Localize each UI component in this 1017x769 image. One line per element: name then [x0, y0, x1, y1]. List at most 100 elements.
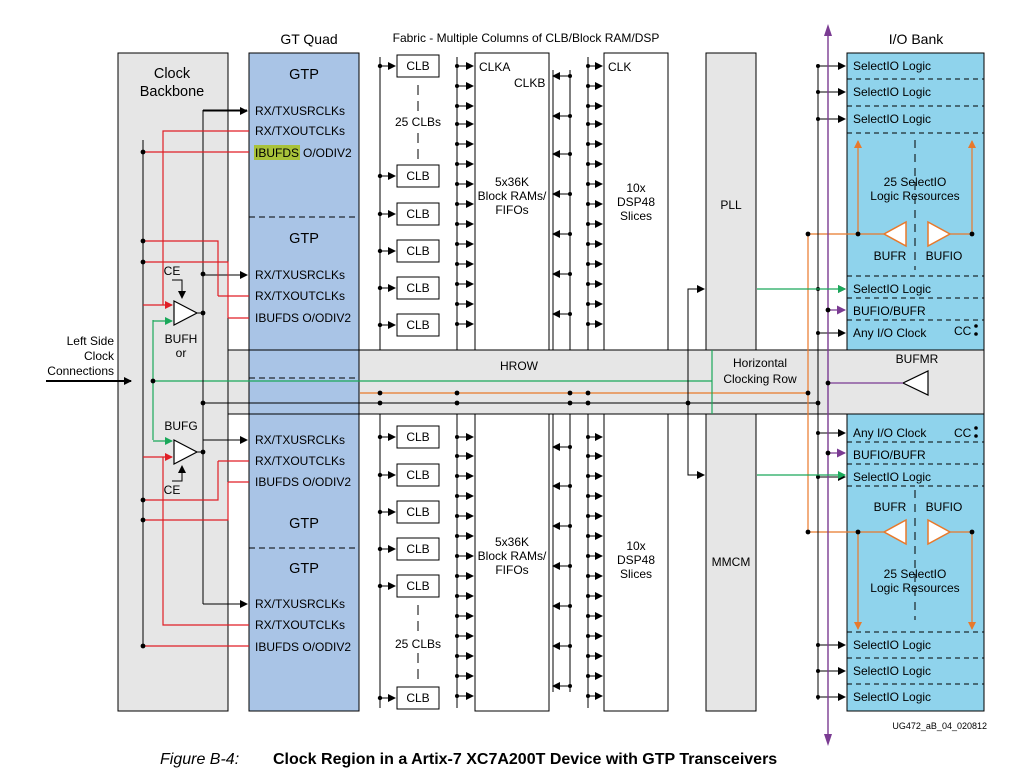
clb-box [396, 537, 440, 561]
rx-txusrclks-label: RX/TXUSRCLKs [255, 268, 345, 282]
io-row-label: SelectIO Logic [853, 664, 931, 678]
bufr-label: BUFR [874, 249, 907, 263]
clb-label: CLB [406, 169, 429, 183]
ce-label: CE [164, 483, 181, 497]
bufg-label: BUFG [164, 419, 197, 433]
clb-box [396, 574, 440, 598]
pll-label: PLL [720, 198, 742, 212]
ce-label: CE [164, 264, 181, 278]
ibufds-highlighted-label: IBUFDS [255, 146, 299, 160]
clb-box [396, 202, 440, 226]
fabric-arrow-stubs [455, 62, 603, 700]
clb-label: CLB [406, 691, 429, 705]
bufio-buffer-icon [927, 518, 952, 546]
horizontal-label-1: Horizontal [733, 356, 787, 370]
ibufds-highlight [254, 145, 300, 160]
clock-backbone-label-2: Backbone [140, 84, 205, 100]
doc-id-label: UG472_aB_04_020812 [892, 721, 987, 731]
clb-count-label: 25 CLBs [395, 115, 441, 129]
io-row-label: BUFIO/BUFR [853, 304, 926, 318]
clb-label: CLB [406, 59, 429, 73]
mmcm-label: MMCM [712, 555, 751, 569]
io-row-label: SelectIO Logic [853, 85, 931, 99]
dsp-label-2: DSP48 [617, 553, 655, 567]
left-side-label-2: Clock [84, 349, 115, 363]
clock-backbone-column [117, 52, 229, 712]
gtp-label: GTP [289, 67, 319, 83]
io-row-label: SelectIO Logic [853, 638, 931, 652]
ibufds-label: IBUFDS O/ODIV2 [255, 475, 351, 489]
bufmr-label: BUFMR [896, 352, 939, 366]
bufr-label: BUFR [874, 500, 907, 514]
clb-box [396, 425, 440, 449]
io-row-label: Any I/O Clock [853, 326, 927, 340]
clka-label: CLKA [479, 60, 510, 74]
io-row-label: SelectIO Logic [853, 112, 931, 126]
clb-label: CLB [406, 579, 429, 593]
bufio-label: BUFIO [926, 500, 963, 514]
clb-box [396, 54, 440, 78]
odiv2-label: O/ODIV2 [303, 146, 352, 160]
ibufds-label: IBUFDS O/ODIV2 [255, 640, 351, 654]
clb-box [396, 686, 440, 710]
clb-box [396, 463, 440, 487]
bram-label-3: FIFOs [495, 563, 528, 577]
clb-count-label: 25 CLBs [395, 637, 441, 651]
bram-label-1: 5x36K [495, 535, 529, 549]
rx-txoutclks-label: RX/TXOUTCLKs [255, 289, 345, 303]
rx-txoutclks-label: RX/TXOUTCLKs [255, 454, 345, 468]
bufg-buffer-icon [173, 439, 199, 465]
dsp-label-3: Slices [620, 567, 652, 581]
bram-label-2: Block RAMs/ [478, 549, 547, 563]
clock-backbone-label-1: Clock [154, 66, 191, 82]
clb-label: CLB [406, 244, 429, 258]
bram-label-1: 5x36K [495, 175, 529, 189]
caption-prefix: Figure B-4: [160, 751, 239, 768]
gt-quad-header: GT Quad [280, 31, 337, 47]
clb-label: CLB [406, 542, 429, 556]
rx-txusrclks-label: RX/TXUSRCLKs [255, 597, 345, 611]
or-label: or [176, 346, 187, 360]
bram-label-3: FIFOs [495, 203, 528, 217]
io-row-label: SelectIO Logic [853, 690, 931, 704]
gtp-label: GTP [289, 516, 319, 532]
gt-wires [143, 107, 249, 647]
gtp-label: GTP [289, 231, 319, 247]
io-row-label: Any I/O Clock [853, 426, 927, 440]
io-row-label: SelectIO Logic [853, 470, 931, 484]
left-side-label-1: Left Side [67, 334, 115, 348]
bufr-buffer-icon [882, 220, 907, 248]
rx-txusrclks-label: RX/TXUSRCLKs [255, 104, 345, 118]
rx-txusrclks-label: RX/TXUSRCLKs [255, 433, 345, 447]
left-side-label-3: Connections [47, 364, 114, 378]
dsp-label-2: DSP48 [617, 195, 655, 209]
bram-label-2: Block RAMs/ [478, 189, 547, 203]
io-row-label: BUFIO/BUFR [853, 448, 926, 462]
clb-box [396, 313, 440, 337]
rx-txoutclks-label: RX/TXOUTCLKs [255, 618, 345, 632]
gtp-label: GTP [289, 561, 319, 577]
fabric-header: Fabric - Multiple Columns of CLB/Block R… [393, 31, 660, 45]
caption-title: Clock Region in a Artix-7 XC7A200T Devic… [273, 751, 777, 768]
bufio-label: BUFIO [926, 249, 963, 263]
dsp-label-1: 10x [626, 539, 645, 553]
ibufds-label: IBUFDS O/ODIV2 [255, 311, 351, 325]
dsp-label-3: Slices [620, 209, 652, 223]
junction-dots [140, 149, 975, 649]
clb-label: CLB [406, 468, 429, 482]
cc-label: CC [954, 426, 972, 440]
bufh-buffer-icon [173, 300, 199, 326]
clb-box [396, 500, 440, 524]
rx-txoutclks-label: RX/TXOUTCLKs [255, 124, 345, 138]
clb-label: CLB [406, 207, 429, 221]
horizontal-label-2: Clocking Row [723, 372, 797, 386]
bufr-buffer-icon [882, 518, 907, 546]
clb-label: CLB [406, 318, 429, 332]
bufmr-buffer-icon [901, 370, 929, 396]
clb-box [396, 276, 440, 300]
io-row-label: SelectIO Logic [853, 282, 931, 296]
hrow-label: HROW [500, 359, 539, 373]
